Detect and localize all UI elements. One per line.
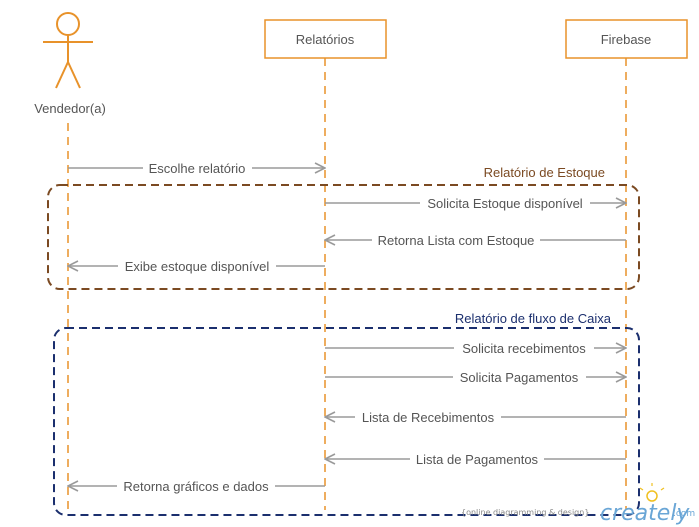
message-label: Exibe estoque disponível [125, 259, 270, 274]
footer-brand-suffix: .com [673, 509, 695, 519]
message-label: Lista de Recebimentos [362, 410, 495, 425]
frame-fluxo-caixa: Relatório de fluxo de Caixa [53, 311, 640, 516]
message-label: Lista de Pagamentos [416, 452, 539, 467]
footer-tagline: {online diagramming & design} [461, 508, 589, 517]
participant-label: Relatórios [296, 32, 355, 47]
message-solicita-estoque: Solicita Estoque disponível [325, 195, 626, 211]
actor-label: Vendedor(a) [34, 101, 106, 116]
participant-firebase: Firebase [565, 19, 688, 59]
message-escolhe-relatorio: Escolhe relatório [68, 160, 325, 176]
message-lista-recebimentos: Lista de Recebimentos [325, 409, 626, 425]
frame-title: Relatório de Estoque [484, 165, 605, 180]
actor-vendedor: Vendedor(a) [34, 12, 106, 116]
message-label: Retorna gráficos e dados [123, 479, 269, 494]
message-label: Escolhe relatório [149, 161, 246, 176]
lightbulb-icon [639, 483, 665, 502]
message-exibe-estoque: Exibe estoque disponível [68, 258, 325, 274]
message-solicita-pagamentos: Solicita Pagamentos [325, 369, 626, 385]
message-label: Solicita Pagamentos [460, 370, 579, 385]
message-retorna-graficos: Retorna gráficos e dados [68, 478, 325, 494]
message-label: Retorna Lista com Estoque [378, 233, 535, 248]
participant-relatorios: Relatórios [264, 19, 387, 59]
message-solicita-recebimentos: Solicita recebimentos [325, 340, 626, 356]
message-retorna-lista-estoque: Retorna Lista com Estoque [325, 232, 626, 248]
message-lista-pagamentos: Lista de Pagamentos [325, 451, 626, 467]
frame-estoque: Relatório de Estoque [47, 165, 640, 290]
message-label: Solicita recebimentos [462, 341, 586, 356]
creately-watermark: {online diagramming & design} creately .… [461, 483, 695, 526]
stick-figure-icon [43, 12, 93, 89]
footer-brand: creately [600, 501, 690, 526]
message-label: Solicita Estoque disponível [427, 196, 582, 211]
frame-title: Relatório de fluxo de Caixa [455, 311, 612, 326]
participant-label: Firebase [601, 32, 652, 47]
